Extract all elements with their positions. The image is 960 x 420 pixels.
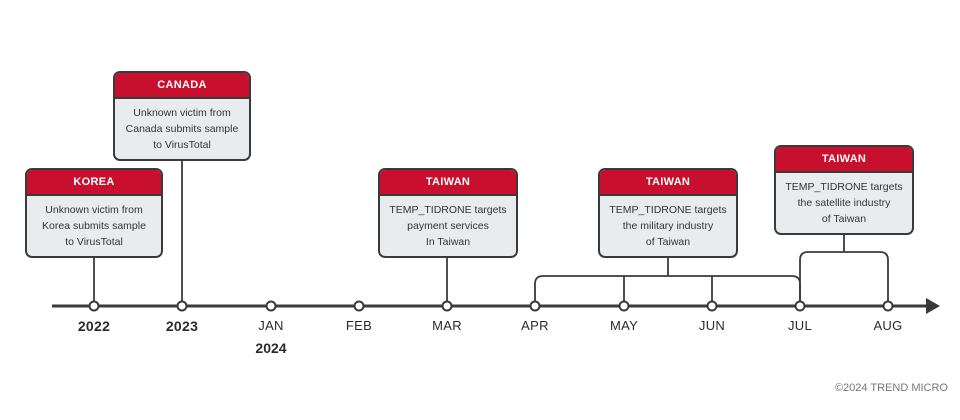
tick-label-2022: 2022 xyxy=(77,318,111,334)
tick-label-jan: JAN xyxy=(258,318,284,333)
event-card-title: TAIWAN xyxy=(600,170,736,196)
timeline-tick-marker xyxy=(618,300,630,312)
timeline-tick-marker xyxy=(882,300,894,312)
event-card-text: TEMP_TIDRONE targets the military indust… xyxy=(609,204,727,248)
event-card-title: TAIWAN xyxy=(380,170,516,196)
copyright-text: ©2024 TREND MICRO xyxy=(834,382,948,394)
event-card-title: KOREA xyxy=(27,170,161,196)
event-card-text: TEMP_TIDRONE targets the satellite indus… xyxy=(785,181,903,225)
event-card-taiwan-military: TAIWAN TEMP_TIDRONE targets the military… xyxy=(598,168,738,258)
event-card-title: TAIWAN xyxy=(776,147,912,173)
timeline-tick-marker xyxy=(353,300,365,312)
timeline-tick-marker xyxy=(441,300,453,312)
event-card-title: CANADA xyxy=(115,73,249,99)
event-card-canada: CANADA Unknown victim from Canada submit… xyxy=(113,71,251,161)
tick-label-jun: JUN xyxy=(698,318,726,333)
tick-label-mar: MAR xyxy=(432,318,462,333)
event-card-text: Unknown victim from Korea submits sample… xyxy=(42,204,146,248)
event-card-text: Unknown victim from Canada submits sampl… xyxy=(125,107,239,151)
tick-label-apr: APR xyxy=(521,318,549,333)
timeline-tick-marker xyxy=(176,300,188,312)
timeline-tick-marker xyxy=(529,300,541,312)
tick-label-may: MAY xyxy=(609,318,639,333)
range-bracket-apr-jul xyxy=(534,275,801,306)
event-card-text: TEMP_TIDRONE targets payment services In… xyxy=(389,204,507,248)
tick-label-jul: JUL xyxy=(787,318,813,333)
timeline-tick-marker xyxy=(265,300,277,312)
timeline-tick-marker xyxy=(88,300,100,312)
tick-label-2024: 2024 xyxy=(255,340,287,356)
event-card-taiwan-payment: TAIWAN TEMP_TIDRONE targets payment serv… xyxy=(378,168,518,258)
timeline-tick-marker xyxy=(794,300,806,312)
event-card-korea: KOREA Unknown victim from Korea submits … xyxy=(25,168,163,258)
timeline-arrowhead xyxy=(926,298,940,314)
event-card-taiwan-satellite: TAIWAN TEMP_TIDRONE targets the satellit… xyxy=(774,145,914,235)
tick-label-aug: AUG xyxy=(873,318,903,333)
range-bracket-jul-aug xyxy=(799,251,889,306)
tick-label-2023: 2023 xyxy=(165,318,199,334)
timeline-tick-marker xyxy=(706,300,718,312)
tick-label-feb: FEB xyxy=(345,318,373,333)
